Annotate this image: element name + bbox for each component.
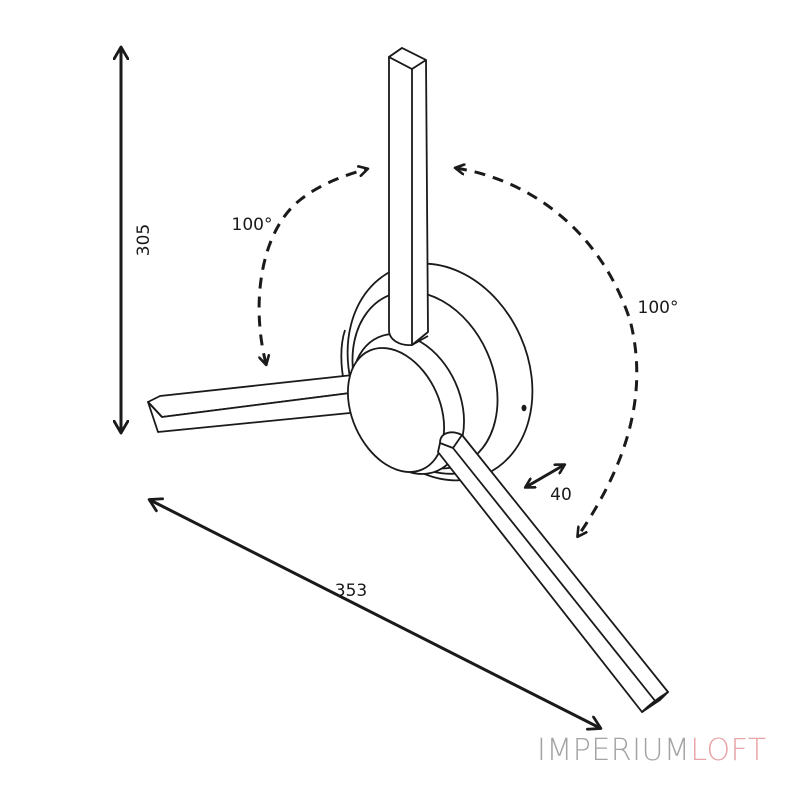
depth-dimension-line [526,465,564,487]
rotation-arc-right: 100° [456,168,678,536]
lamp-arm-top [388,47,429,346]
rotation-label-right: 100° [638,298,679,318]
span-dimension: 353 [150,500,600,728]
depth-dimension-label: 40 [550,485,572,505]
lamp-arm-lower-right [437,431,669,713]
depth-dimension: 40 [526,465,572,505]
span-dimension-line [150,500,600,728]
height-dimension-label: 305 [134,224,154,256]
front-disc-face [346,347,446,473]
rotation-label-upper-left: 100° [232,215,273,235]
rotation-arc-upper-left: 100° [232,169,367,364]
brand-logo-loft: LOFT [690,733,767,768]
brand-logo: IMPERIUMLOFT [537,736,767,766]
brand-logo-imperium: IMPERIUM [537,733,691,768]
lamp-arm-left [147,374,363,433]
span-dimension-label: 353 [335,581,367,601]
rotation-arc-upper-left-path [257,169,367,364]
mounting-screw [521,404,527,412]
lamp-body [147,47,669,713]
height-dimension: 305 [121,48,154,432]
